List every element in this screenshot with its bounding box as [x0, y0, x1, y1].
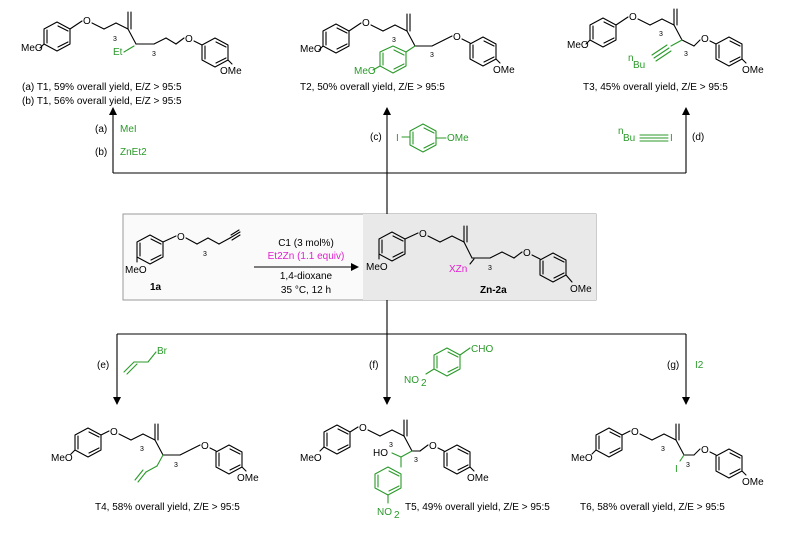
- cho-label: CHO: [471, 344, 493, 355]
- caption-t5: T5, 49% overall yield, Z/E > 95:5: [405, 502, 550, 513]
- label-1a: 1a: [150, 282, 162, 293]
- ome-label: OMe: [742, 65, 764, 76]
- n-superscript: n: [618, 126, 624, 137]
- meo-label: MeO: [567, 40, 589, 51]
- product-t4: O 3 3 O OMe MeO T4, 58% overall yield, Z…: [51, 423, 259, 513]
- et-label: Et: [113, 47, 123, 58]
- o-label: O: [359, 423, 367, 434]
- o-label: O: [362, 18, 370, 29]
- product-t3: O 3 3 O OMe MeO n Bu T3, 45% overall yie…: [567, 8, 764, 93]
- caption-t1-b: (b) T1, 56% overall yield, E/Z > 95:5: [22, 96, 182, 107]
- caption-t1-a: (a) T1, 59% overall yield, E/Z > 95:5: [22, 82, 182, 93]
- reagent-d-iodoalkyne: n Bu I: [618, 126, 673, 144]
- subscript-3: 3: [684, 51, 688, 58]
- starting-material-1a: O 3 MeO 1a: [125, 229, 241, 293]
- tag-e: (e): [97, 360, 109, 371]
- o-label: O: [429, 441, 437, 452]
- meo-label: MeO: [125, 265, 147, 276]
- caption-t4: T4, 58% overall yield, Z/E > 95:5: [95, 502, 240, 513]
- tag-g: (g): [667, 360, 679, 371]
- product-shade: [363, 214, 596, 300]
- caption-t6: T6, 58% overall yield, Z/E > 95:5: [580, 502, 725, 513]
- meo-label: MeO: [21, 43, 43, 54]
- meo-label: MeO: [571, 453, 593, 464]
- subscript-3: 3: [661, 446, 665, 453]
- o-label: O: [419, 229, 427, 240]
- meo-label: MeO: [366, 262, 388, 273]
- o-label: O: [629, 12, 637, 23]
- ome-label: OMe: [570, 284, 592, 295]
- xzn-label: XZn: [449, 264, 467, 275]
- reagent-g: I2: [695, 360, 704, 371]
- o-label: O: [83, 16, 91, 27]
- n-superscript: n: [628, 53, 634, 64]
- ome-label: OMe: [237, 473, 259, 484]
- reagent-e-allyl-bromide: Br: [123, 346, 168, 375]
- subscript-3: 3: [174, 462, 178, 469]
- o-label: O: [523, 248, 531, 259]
- ome-label: OMe: [447, 133, 469, 144]
- conditions-text: 35 °C, 12 h: [281, 285, 331, 296]
- subscript-3: 3: [152, 51, 156, 58]
- i-label: I: [670, 133, 673, 144]
- product-t5: O 3 3 O OMe MeO HO NO 2 T5, 49% overall …: [300, 419, 550, 521]
- no2-label: NO: [377, 507, 392, 518]
- subscript-3: 3: [203, 251, 207, 258]
- product-t1: O 3 3 O OMe MeO Et (a) T1, 59% overall y…: [21, 11, 242, 107]
- caption-t2: T2, 50% overall yield, Z/E > 95:5: [300, 82, 445, 93]
- o-label: O: [177, 232, 185, 243]
- subscript-3: 3: [430, 52, 434, 59]
- i-label: I: [675, 464, 678, 475]
- bu-label: Bu: [633, 60, 645, 71]
- br-label: Br: [157, 346, 168, 357]
- ome-label: OMe: [220, 66, 242, 77]
- no2-subscript: 2: [394, 510, 400, 521]
- tag-a: (a): [95, 124, 107, 135]
- subscript-3: 3: [414, 457, 418, 464]
- subscript-3: 3: [659, 31, 663, 38]
- tag-f: (f): [369, 360, 378, 371]
- o-label: O: [631, 427, 639, 438]
- tag-b: (b): [95, 147, 107, 158]
- product-t6: O 3 3 O OMe MeO I T6, 58% overall yield,…: [571, 423, 764, 513]
- o-label: O: [701, 34, 709, 45]
- o-label: O: [110, 427, 118, 438]
- solvent-text: 1,4-dioxane: [280, 271, 333, 282]
- i-label: I: [396, 133, 399, 144]
- zinc-reagent-text: Et2Zn (1.1 equiv): [268, 251, 345, 262]
- reagent-a: MeI: [120, 124, 137, 135]
- meo-label: MeO: [300, 44, 322, 55]
- o-label: O: [201, 441, 209, 452]
- reagent-b: ZnEt2: [120, 147, 147, 158]
- o-label: O: [701, 445, 709, 456]
- product-t2: O 3 3 O OMe MeO MeO T2, 50% overall yiel…: [300, 13, 515, 93]
- meo-label: MeO: [51, 453, 73, 464]
- reagent-c-iodoanisole: I OMe: [396, 123, 469, 153]
- tag-c: (c): [370, 132, 382, 143]
- bu-label: Bu: [623, 133, 635, 144]
- meo-label: MeO: [354, 66, 376, 77]
- subscript-3: 3: [113, 36, 117, 43]
- meo-label: MeO: [300, 453, 322, 464]
- subscript-3: 3: [488, 265, 492, 272]
- ome-label: OMe: [467, 473, 489, 484]
- subscript-3: 3: [686, 462, 690, 469]
- ho-label: HO: [373, 448, 388, 459]
- intermediate-zn-2a: O 3 O OMe MeO XZn Zn-2a: [366, 225, 592, 296]
- tag-d: (d): [692, 132, 704, 143]
- no2-subscript: 2: [421, 378, 427, 389]
- o-label: O: [453, 32, 461, 43]
- subscript-3: 3: [389, 442, 393, 449]
- subscript-3: 3: [392, 37, 396, 44]
- label-zn-2a: Zn-2a: [480, 285, 507, 296]
- no2-label: NO: [404, 375, 419, 386]
- o-label: O: [185, 34, 193, 45]
- ome-label: OMe: [742, 477, 764, 488]
- caption-t3: T3, 45% overall yield, Z/E > 95:5: [583, 82, 728, 93]
- ome-label: OMe: [493, 65, 515, 76]
- catalyst-text: C1 (3 mol%): [278, 238, 334, 249]
- reagent-f-nitrobenzaldehyde: CHO NO 2: [404, 344, 493, 389]
- subscript-3: 3: [140, 446, 144, 453]
